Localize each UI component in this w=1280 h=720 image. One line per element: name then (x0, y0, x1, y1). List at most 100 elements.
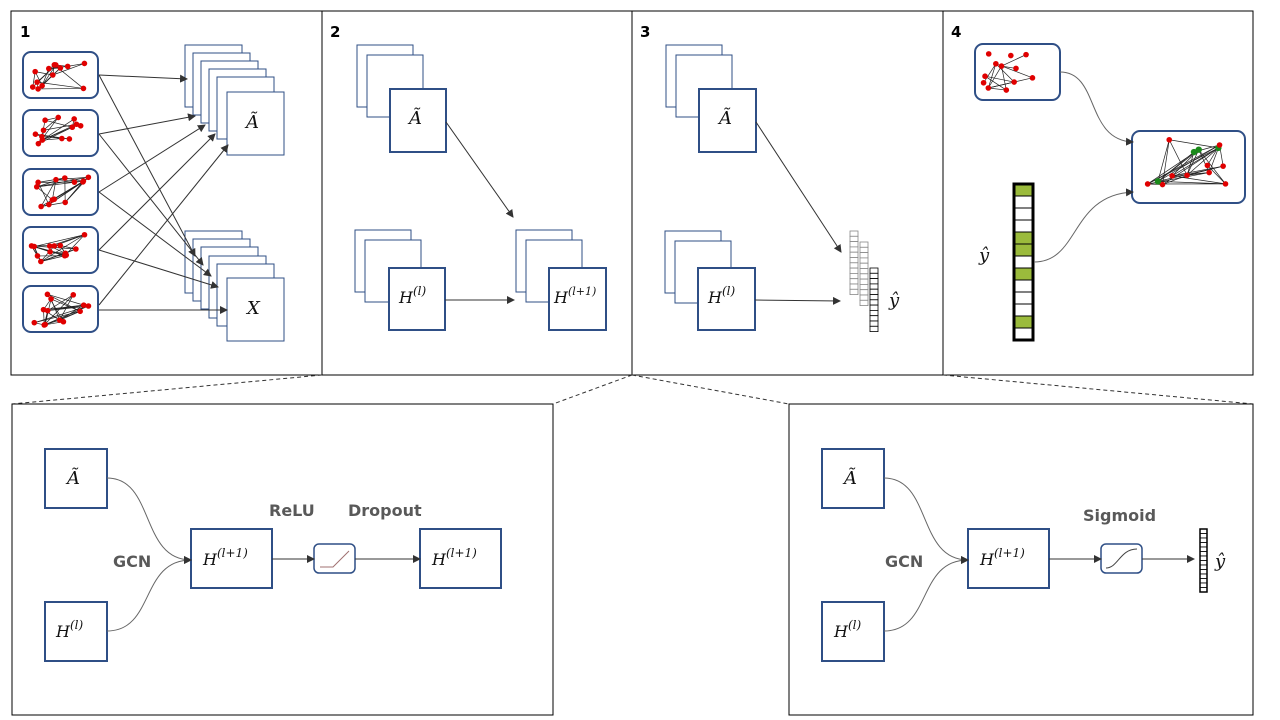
graph-node (73, 246, 79, 252)
output-vector-mid (859, 241, 869, 306)
graph-node (1169, 173, 1175, 179)
graph-node (32, 131, 39, 137)
panel-3-arrow-a (755, 121, 842, 253)
panel-4-graph-in (974, 43, 1061, 101)
zoom-line-3 (631, 374, 790, 405)
vector-cell-positive (1013, 231, 1034, 245)
detail-hl1-sup: (l+1) (217, 546, 248, 560)
graph-node (40, 127, 47, 134)
panel-2-hl1-base: H (553, 288, 569, 307)
panel-2-hl-base: H (398, 288, 414, 307)
vector-cell-positive (1013, 315, 1034, 329)
graph-node (80, 179, 86, 185)
out-curve-a (883, 477, 969, 564)
graph-node (1029, 75, 1036, 81)
graph-node (1206, 169, 1212, 176)
vector-cell-negative (1013, 279, 1034, 293)
input-graph-4 (22, 226, 99, 274)
detail-hidden-out-box (190, 528, 273, 589)
svg-text:H(l): H(l) (55, 618, 83, 641)
vector-cell-negative (1013, 303, 1034, 317)
panel-2-hl-sup: (l) (413, 284, 427, 298)
graph-node (985, 51, 992, 57)
graph-node (31, 319, 38, 326)
panel-4-annotated-graph (1131, 130, 1246, 204)
panel-4-curve-vector (1033, 188, 1134, 263)
panel-2-hidden-out: H(l+1) (515, 229, 607, 331)
panel-3-adjacency-label: Ã (717, 107, 732, 129)
svg-text:H(l): H(l) (707, 284, 735, 307)
graph-node (1159, 181, 1166, 188)
out-adjacency-label: Ã (842, 467, 857, 489)
detail-adjacency-box (44, 448, 108, 509)
graph-node (32, 68, 38, 75)
highlighted-node (1195, 146, 1202, 153)
out-output-vector (1199, 528, 1208, 593)
input-graph-1 (22, 51, 99, 99)
highlighted-node (1190, 148, 1198, 156)
graph-node (34, 79, 40, 85)
graph-node (980, 79, 987, 86)
graph-node (62, 250, 69, 257)
panel-2-arrow-a (445, 121, 514, 218)
svg-text:H(l): H(l) (398, 284, 426, 307)
graph-node (51, 243, 58, 249)
input-graph-5 (22, 285, 99, 333)
highlighted-node (1154, 178, 1162, 185)
panel-3-y-hat: ŷ (888, 290, 900, 311)
feature-label: X (245, 298, 261, 319)
graph-node (39, 82, 45, 89)
graph-node (60, 318, 67, 325)
graph-node (44, 291, 51, 298)
graph-node (39, 137, 46, 143)
adjacency-label: Ã (244, 111, 259, 133)
graph-node (47, 249, 53, 255)
panel-4-graph-out (1131, 130, 1246, 204)
adjacency-stack: Ã (184, 44, 285, 156)
graph-node (1184, 172, 1190, 179)
graph-node (1222, 181, 1229, 187)
gcn-label: GCN (113, 552, 151, 571)
panel-1-number: 1 (20, 23, 30, 41)
graph-node (49, 72, 56, 78)
out-hl-base: H (833, 622, 849, 641)
graph-node (38, 203, 44, 210)
graph-node (77, 308, 83, 315)
graph-node (62, 199, 69, 206)
graph-node (57, 242, 64, 249)
zoom-line-2 (552, 374, 633, 405)
svg-text:H(l+1): H(l+1) (979, 546, 1025, 569)
detail-hl-sup: (l) (70, 618, 84, 632)
vector-cell-negative (1013, 219, 1034, 233)
graph-node (41, 322, 48, 328)
graph-node (44, 307, 51, 314)
graph-node (59, 135, 65, 142)
graph-node (55, 114, 62, 121)
graph-node (77, 122, 84, 129)
panel-4-label-vector (1012, 182, 1035, 342)
panel-2-hl1-sup: (l+1) (568, 285, 596, 298)
input-graph-3 (22, 168, 99, 216)
output-vector-back (849, 230, 859, 295)
graph-node (1204, 162, 1211, 169)
out-hl1-base: H (979, 550, 995, 569)
panel-2-adjacency-label: Ã (407, 107, 422, 129)
out-hl1-sup: (l+1) (994, 546, 1025, 560)
vector-cell-positive (1013, 183, 1034, 197)
detail-hl-base: H (55, 622, 71, 641)
zoom-line-1 (11, 374, 323, 405)
detail-adjacency-label: Ã (65, 467, 80, 489)
relu-block (313, 543, 356, 574)
sigmoid-block (1100, 543, 1143, 574)
input-graph-list (22, 51, 99, 333)
graph-node (53, 62, 59, 68)
graph-node (80, 302, 87, 308)
graph-node (71, 179, 78, 185)
graph-node (1023, 51, 1029, 58)
graph-node (29, 84, 36, 90)
graph-node (1003, 87, 1010, 93)
graph-node (80, 85, 87, 92)
panel-4-y-hat: ŷ (978, 245, 990, 266)
panel-2-number: 2 (330, 23, 340, 41)
graph-node (69, 124, 76, 131)
